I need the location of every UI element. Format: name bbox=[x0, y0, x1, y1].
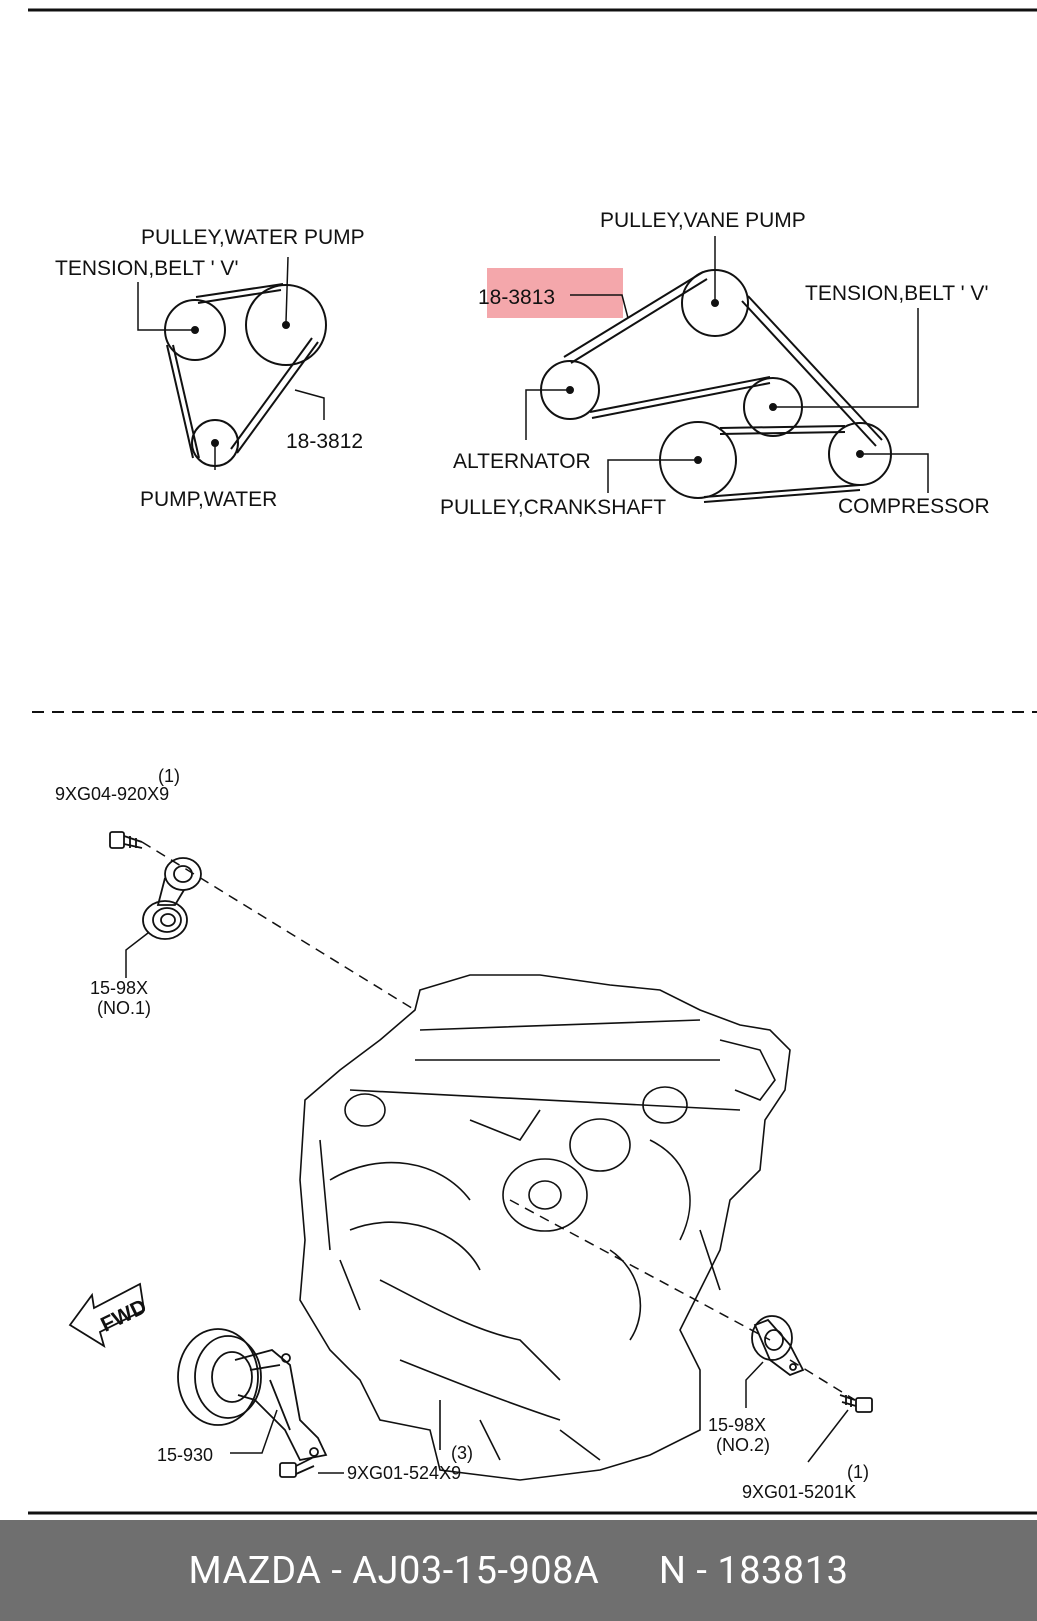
footer-bar: MAZDA - AJ03-15-908A N - 183813 bbox=[0, 1520, 1037, 1621]
tensioner-no2 bbox=[751, 1315, 805, 1377]
label-tension-belt-left: TENSION,BELT ' V' bbox=[55, 257, 238, 280]
footer-n-number: N - 183813 bbox=[658, 1548, 849, 1593]
bolt-top-part: 9XG04-920X9 bbox=[55, 784, 169, 804]
label-tension-belt-right: TENSION,BELT ' V' bbox=[805, 282, 988, 305]
fwd-arrow bbox=[68, 1282, 145, 1348]
tensioner-no2-note: (NO.2) bbox=[716, 1435, 770, 1455]
label-belt-18-3812: 18-3812 bbox=[286, 430, 363, 453]
label-crankshaft-pulley: PULLEY,CRANKSHAFT bbox=[440, 496, 666, 519]
belt-diagram-left bbox=[137, 256, 327, 470]
tensioner-no2-part: 15-98X bbox=[708, 1415, 766, 1435]
label-compressor: COMPRESSOR bbox=[838, 495, 990, 518]
footer-part-number: MAZDA - AJ03-15-908A bbox=[188, 1548, 600, 1593]
bolt-right-qty: (1) bbox=[847, 1462, 869, 1482]
water-pump-pulley bbox=[245, 284, 327, 366]
bolt-right bbox=[839, 1394, 873, 1413]
label-belt-18-3813: 18-3813 bbox=[478, 286, 555, 309]
label-water-pump-pulley: PULLEY,WATER PUMP bbox=[141, 226, 365, 249]
tensioner-no1 bbox=[142, 857, 202, 940]
bolt-bottom-part: 9XG01-524X9 bbox=[347, 1463, 461, 1483]
parts-diagram: PULLEY,WATER PUMP TENSION,BELT ' V' 18-3… bbox=[28, 8, 1037, 1515]
engine-block bbox=[299, 974, 791, 1481]
belt-diagram-right bbox=[525, 236, 929, 503]
tensioner-no1-part: 15-98X bbox=[90, 978, 148, 998]
bolt-bottom-qty: (3) bbox=[451, 1443, 473, 1463]
label-alternator: ALTERNATOR bbox=[453, 450, 591, 473]
label-water-pump: PUMP,WATER bbox=[140, 488, 277, 511]
footer-spacer bbox=[599, 1549, 659, 1593]
bolt-right-part: 9XG01-5201K bbox=[742, 1482, 856, 1502]
idler-pulley bbox=[177, 1328, 328, 1462]
pulley-part: 15-930 bbox=[157, 1445, 213, 1465]
tensioner-no1-note: (NO.1) bbox=[97, 998, 151, 1018]
exploded-view bbox=[68, 831, 873, 1481]
bolt-top-qty: (1) bbox=[158, 766, 180, 786]
bolt-top bbox=[109, 831, 143, 849]
highlight-box bbox=[487, 268, 623, 318]
bolt-bottom bbox=[279, 1457, 315, 1478]
label-vane-pump-pulley: PULLEY,VANE PUMP bbox=[600, 209, 806, 232]
